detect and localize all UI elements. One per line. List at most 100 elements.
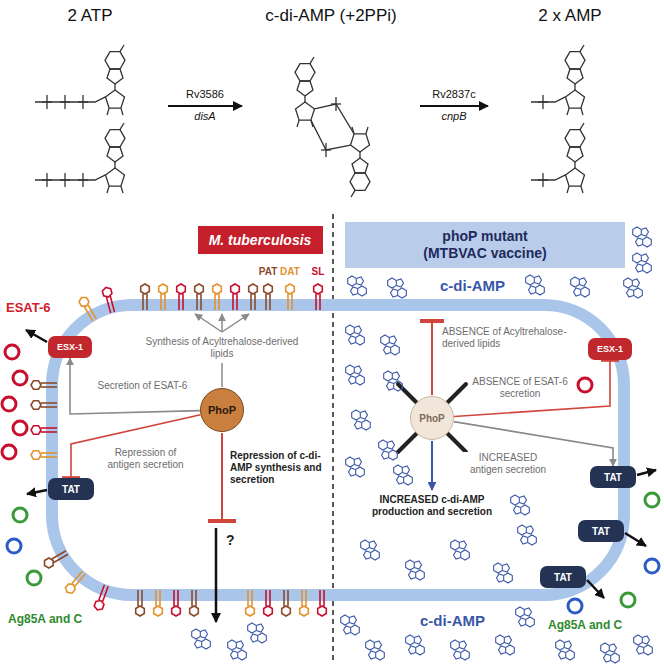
intermediate-panel: c-di-AMP (+2PPi) [242,6,420,206]
reaction-arrow [420,105,488,107]
secretion-system: TAT [578,520,624,542]
amp-structure [566,90,585,115]
inhibition-connector [71,415,201,478]
amp-structure [565,45,585,90]
atp-structure [42,95,52,109]
question-mark: ? [226,532,240,549]
glycolipid [78,295,98,322]
amp-structure [538,173,548,187]
c-di-amp-molecule [341,615,360,635]
node-text: TAT [54,484,88,495]
product-panel: 2 x AMP [488,6,652,206]
glycolipid [42,549,69,569]
glycolipid [136,590,145,616]
c-di-amp-molecule [346,365,365,385]
text-holder: PhoP [208,404,236,416]
glycolipid [190,590,199,616]
c-di-amp-molecule [379,440,398,460]
glycolipid [102,286,117,313]
process-note: Synthesis of Acyltrehalose-derived lipid… [142,336,302,360]
glycolipid [314,284,323,310]
increase-arrow [431,441,433,490]
synthesis-arrow [195,314,222,332]
amp-structure [531,45,585,193]
c-di-amp-structure [315,104,355,134]
secretion-arrow [27,490,47,494]
text-holder: PhoP [419,413,445,424]
process-note: INCREASED c-di-AMP production and secret… [362,494,502,518]
atp-structure [35,45,125,115]
knockout-cross [398,384,466,452]
node-text: 2 x AMP [488,6,652,26]
repression-bar [208,519,236,523]
protein-name: Ag85A and C [8,612,138,626]
atp-structure [106,168,125,193]
atp-structure [60,95,70,109]
c-di-amp-molecule [451,540,470,560]
secretion-arrow [625,533,646,546]
atp-structure [105,45,125,90]
c-di-amp-molecule [192,629,211,649]
c-di-amp-structure [295,57,370,197]
strain-title: M. tuberculosis [198,226,323,254]
c-di-amp-molecule [348,276,367,296]
node-text: PhoP [208,404,236,416]
glycolipid [31,426,57,435]
glycolipid [231,284,240,310]
esat6-protein [13,371,27,385]
edge-label: INCREASED antigen secretion [462,452,554,476]
reactant-panel: 2 ATP [12,6,168,206]
amp-structure [531,175,566,180]
glycolipid [249,284,258,310]
c-di-amp-molecule [624,278,643,298]
c-di-amp-molecule [634,635,653,655]
glycolipid [286,284,295,310]
node-subtext: (MTBVAC vaccine) [357,245,613,263]
antigen-protein [13,508,27,522]
node-text: c-di-AMP (+2PPi) [242,6,420,26]
c-di-amp-molecule [601,643,620,663]
atp-structure [78,95,88,109]
c-di-amp-molecule [381,335,400,355]
process-note: ABSENCE of Acyltrehalose-derived lipids [442,326,572,350]
c-di-amp-structure [295,57,315,102]
glycolipid [31,401,57,410]
protein-name: Ag85A and C [548,618,660,632]
glycolipid [195,284,204,310]
node-text: TAT [584,526,618,537]
activation-connector [70,358,200,414]
c-di-amp-molecule [633,227,652,247]
c-di-amp-structure [331,97,341,111]
glycolipid [264,284,273,310]
enzyme-name: Rv3586 [170,88,240,101]
c-di-amp-structure [350,152,370,197]
esat6-protein [2,397,16,411]
glycolipid [64,570,87,595]
glycolipid [177,284,186,310]
glycolipid [154,590,163,616]
molecule-name: c-di-AMP [420,612,510,630]
c-di-amp-molecule [451,640,470,660]
atp-structure [35,97,106,102]
c-di-amp-structure [296,102,315,127]
node-text: TAT [546,572,580,583]
gene-name: cnpB [424,110,484,123]
repression-bar [420,319,444,323]
secretion-arrow [587,580,604,598]
secretion-arrow [26,330,656,622]
glycolipid [31,381,57,390]
gene-name: disA [175,110,235,123]
node-text: PhoP [419,413,445,424]
secretion-system: TAT [48,478,94,500]
edge-label: Secretion of ESAT-6 [95,380,190,392]
inhibition-connector [454,360,610,417]
secretion-system: TAT [540,566,586,588]
lipid-name: SL [306,266,330,278]
antigen-protein [645,559,659,573]
c-di-amp-structure [311,120,351,150]
amp-structure [531,123,585,193]
secretion-arrow [637,470,656,475]
antigen-protein [621,593,635,607]
strain-title: phoP mutant(MTBVAC vaccine) [345,222,625,268]
